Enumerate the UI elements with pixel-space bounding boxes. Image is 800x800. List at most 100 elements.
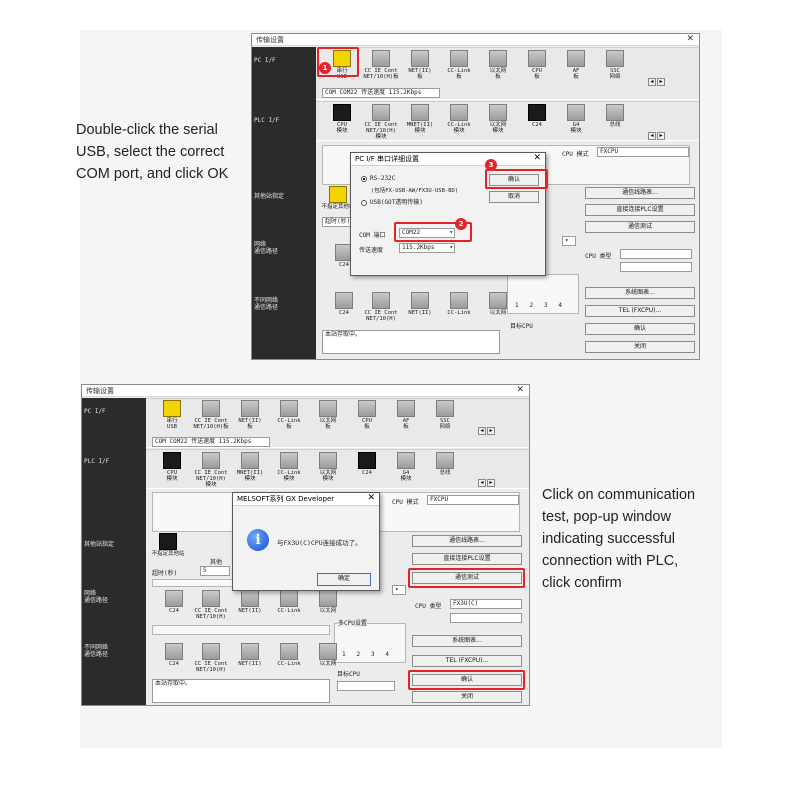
close-button[interactable]: 关闭	[585, 341, 695, 353]
direct-plc-button[interactable]: 直接连接PLC设置	[412, 553, 522, 565]
cc-link-network-icon[interactable]: CC-Link	[267, 590, 311, 614]
serial-usb-icon[interactable]: 串行 USB	[150, 400, 194, 430]
comm-route-button[interactable]: 通信线路表...	[412, 535, 522, 547]
net-ii-board-icon[interactable]: NET(II) 板	[228, 400, 272, 430]
ssc-network-icon[interactable]: SSC 网络	[423, 400, 467, 430]
cpu-mode-label: CPU 模式	[562, 151, 589, 158]
message-ok-button[interactable]: 确定	[317, 573, 371, 586]
usb-option[interactable]: USB(GOT透明传输)	[361, 197, 423, 206]
cpu-mode-value: FXCPU	[427, 495, 519, 505]
comm-test-button[interactable]: 通信测试	[412, 572, 522, 584]
bus-icon[interactable]: 总线	[593, 104, 637, 128]
c24-icon[interactable]: C24	[345, 452, 389, 476]
sidebar: PC I/F PLC I/F 其他站指定 网络 通信路径 不同网络 通信路径	[252, 47, 316, 359]
net-ii-network-icon[interactable]: NET(II)	[228, 590, 272, 614]
net-ii-diff-icon[interactable]: NET(II)	[398, 292, 442, 316]
confirm-button[interactable]: 确认	[412, 674, 522, 686]
comm-test-button[interactable]: 通信测试	[585, 221, 695, 233]
target-cpu-field	[337, 681, 395, 691]
ethernet-diff-icon[interactable]: 以太网	[476, 292, 520, 316]
cc-link-board-icon[interactable]: CC-Link 板	[437, 50, 481, 80]
c24-diff-icon[interactable]: C24	[152, 643, 196, 667]
cc-ie-module-icon[interactable]: CC IE Cont NET/10(H) 模块	[359, 104, 403, 140]
cc-link-diff-icon[interactable]: CC-Link	[437, 292, 481, 316]
direct-plc-button[interactable]: 直接连接PLC设置	[585, 204, 695, 216]
dialog-cancel-button[interactable]: 取消	[489, 191, 539, 203]
af-board-icon[interactable]: AF 板	[384, 400, 428, 430]
sidebar-plc-if: PLC I/F	[254, 117, 280, 124]
com-port-select[interactable]: COM22▾	[399, 228, 455, 238]
ethernet-module-icon[interactable]: 以太网 模块	[306, 452, 350, 482]
speed-select[interactable]: 115.2Kbps▾	[399, 243, 455, 253]
timeout-field[interactable]: 5	[200, 566, 230, 576]
net-ii-diff-icon[interactable]: NET(II)	[228, 643, 272, 667]
rs232-option[interactable]: RS-232C	[361, 175, 395, 182]
not-specify-icon[interactable]: 不指定其他站	[316, 186, 360, 210]
not-specify-icon[interactable]: 不指定其他站	[146, 533, 190, 557]
cpu-type-extra	[450, 613, 522, 623]
ssc-network-icon[interactable]: SSC 网络	[593, 50, 637, 80]
close-icon[interactable]: ✕	[516, 385, 524, 395]
scroll-arrows[interactable]: ◂▸	[478, 427, 496, 435]
tel-button[interactable]: TEL (FXCPU)...	[412, 655, 522, 667]
system-chart-button[interactable]: 系统图表...	[412, 635, 522, 647]
confirm-button[interactable]: 确认	[585, 323, 695, 335]
cpu-board-icon[interactable]: CPU 板	[515, 50, 559, 80]
combo-arrow[interactable]: ▾	[562, 236, 576, 246]
ethernet-module-icon[interactable]: 以太网 模块	[476, 104, 520, 134]
close-button[interactable]: 关闭	[412, 691, 522, 703]
combo-arrow[interactable]: ▾	[392, 585, 406, 595]
net-ii-board-icon[interactable]: NET(II) 板	[398, 50, 442, 80]
cc-ie-diff-icon[interactable]: CC IE Cont NET/10(H)	[359, 292, 403, 322]
cpu-type-value: FX3U(C)	[450, 599, 522, 609]
cc-ie-board-icon[interactable]: CC IE Cont NET/10(H)板	[359, 50, 403, 80]
mnet-module-icon[interactable]: MNET(II) 模块	[398, 104, 442, 134]
c24-network-icon[interactable]: C24	[152, 590, 196, 614]
ethernet-diff-icon[interactable]: 以太网	[306, 643, 350, 667]
sidebar-network-route: 网络 通信路径	[84, 590, 109, 604]
dialog-title: PC I/F 串口详细设置	[351, 153, 545, 166]
target-cpu-label: 目标CPU	[510, 323, 533, 330]
cpu-board-icon[interactable]: CPU 板	[345, 400, 389, 430]
g4-module-icon[interactable]: G4 模块	[554, 104, 598, 134]
ethernet-network-icon[interactable]: 以太网	[306, 590, 350, 614]
close-icon[interactable]: ✕	[686, 34, 694, 44]
cpu-module-icon[interactable]: CPU 模块	[150, 452, 194, 482]
message-text: 与FX3U(C)CPU连接成功了。	[277, 539, 362, 547]
cc-link-board-icon[interactable]: CC-Link 板	[267, 400, 311, 430]
cc-link-diff-icon[interactable]: CC-Link	[267, 643, 311, 667]
ethernet-board-icon[interactable]: 以太网 板	[476, 50, 520, 80]
cc-ie-network-icon[interactable]: CC IE Cont NET/10(H)	[189, 590, 233, 620]
scroll-arrows[interactable]: ◂▸	[648, 78, 666, 86]
cc-link-module-icon[interactable]: CC-Link 模块	[437, 104, 481, 134]
sidebar-pc-if: PC I/F	[254, 57, 276, 64]
title-bar: 传输设置 ✕	[82, 385, 529, 397]
ethernet-board-icon[interactable]: 以太网 板	[306, 400, 350, 430]
system-chart-button[interactable]: 系统图表...	[585, 287, 695, 299]
scroll-arrows[interactable]: ◂▸	[478, 479, 496, 487]
cc-link-module-icon[interactable]: CC-Link 模块	[267, 452, 311, 482]
caption-top: Double-click the serial USB, select the …	[76, 122, 229, 182]
message-box: MELSOFT系列 GX Developer ✕ i 与FX3U(C)CPU连接…	[232, 492, 380, 591]
cc-ie-board-icon[interactable]: CC IE Cont NET/10(H)板	[189, 400, 233, 430]
close-icon[interactable]: ✕	[533, 153, 541, 163]
c24-icon[interactable]: C24	[515, 104, 559, 128]
com-port-label: COM 端口	[359, 232, 386, 239]
serial-usb-icon[interactable]: 串行 USB	[320, 50, 364, 80]
close-icon[interactable]: ✕	[367, 493, 375, 503]
sidebar-diff-network: 不同网络 通信路径	[254, 297, 279, 311]
c24-diff-icon[interactable]: C24	[322, 292, 366, 316]
g4-module-icon[interactable]: G4 模块	[384, 452, 428, 482]
comm-route-button[interactable]: 通信线路表...	[585, 187, 695, 199]
cc-ie-module-icon[interactable]: CC IE Cont NET/10(H) 模块	[189, 452, 233, 488]
tel-button[interactable]: TEL (FXCPU)...	[585, 305, 695, 317]
dialog-ok-button[interactable]: 确认	[489, 174, 539, 186]
c24-network-icon[interactable]: C24	[322, 244, 366, 268]
cpu-module-icon[interactable]: CPU 模块	[320, 104, 364, 134]
mnet-module-icon[interactable]: MNET(II) 模块	[228, 452, 272, 482]
scroll-arrows[interactable]: ◂▸	[648, 132, 666, 140]
sidebar-plc-if: PLC I/F	[84, 458, 110, 465]
af-board-icon[interactable]: AF 板	[554, 50, 598, 80]
bus-icon[interactable]: 总线	[423, 452, 467, 476]
cc-ie-diff-icon[interactable]: CC IE Cont NET/10(H)	[189, 643, 233, 673]
